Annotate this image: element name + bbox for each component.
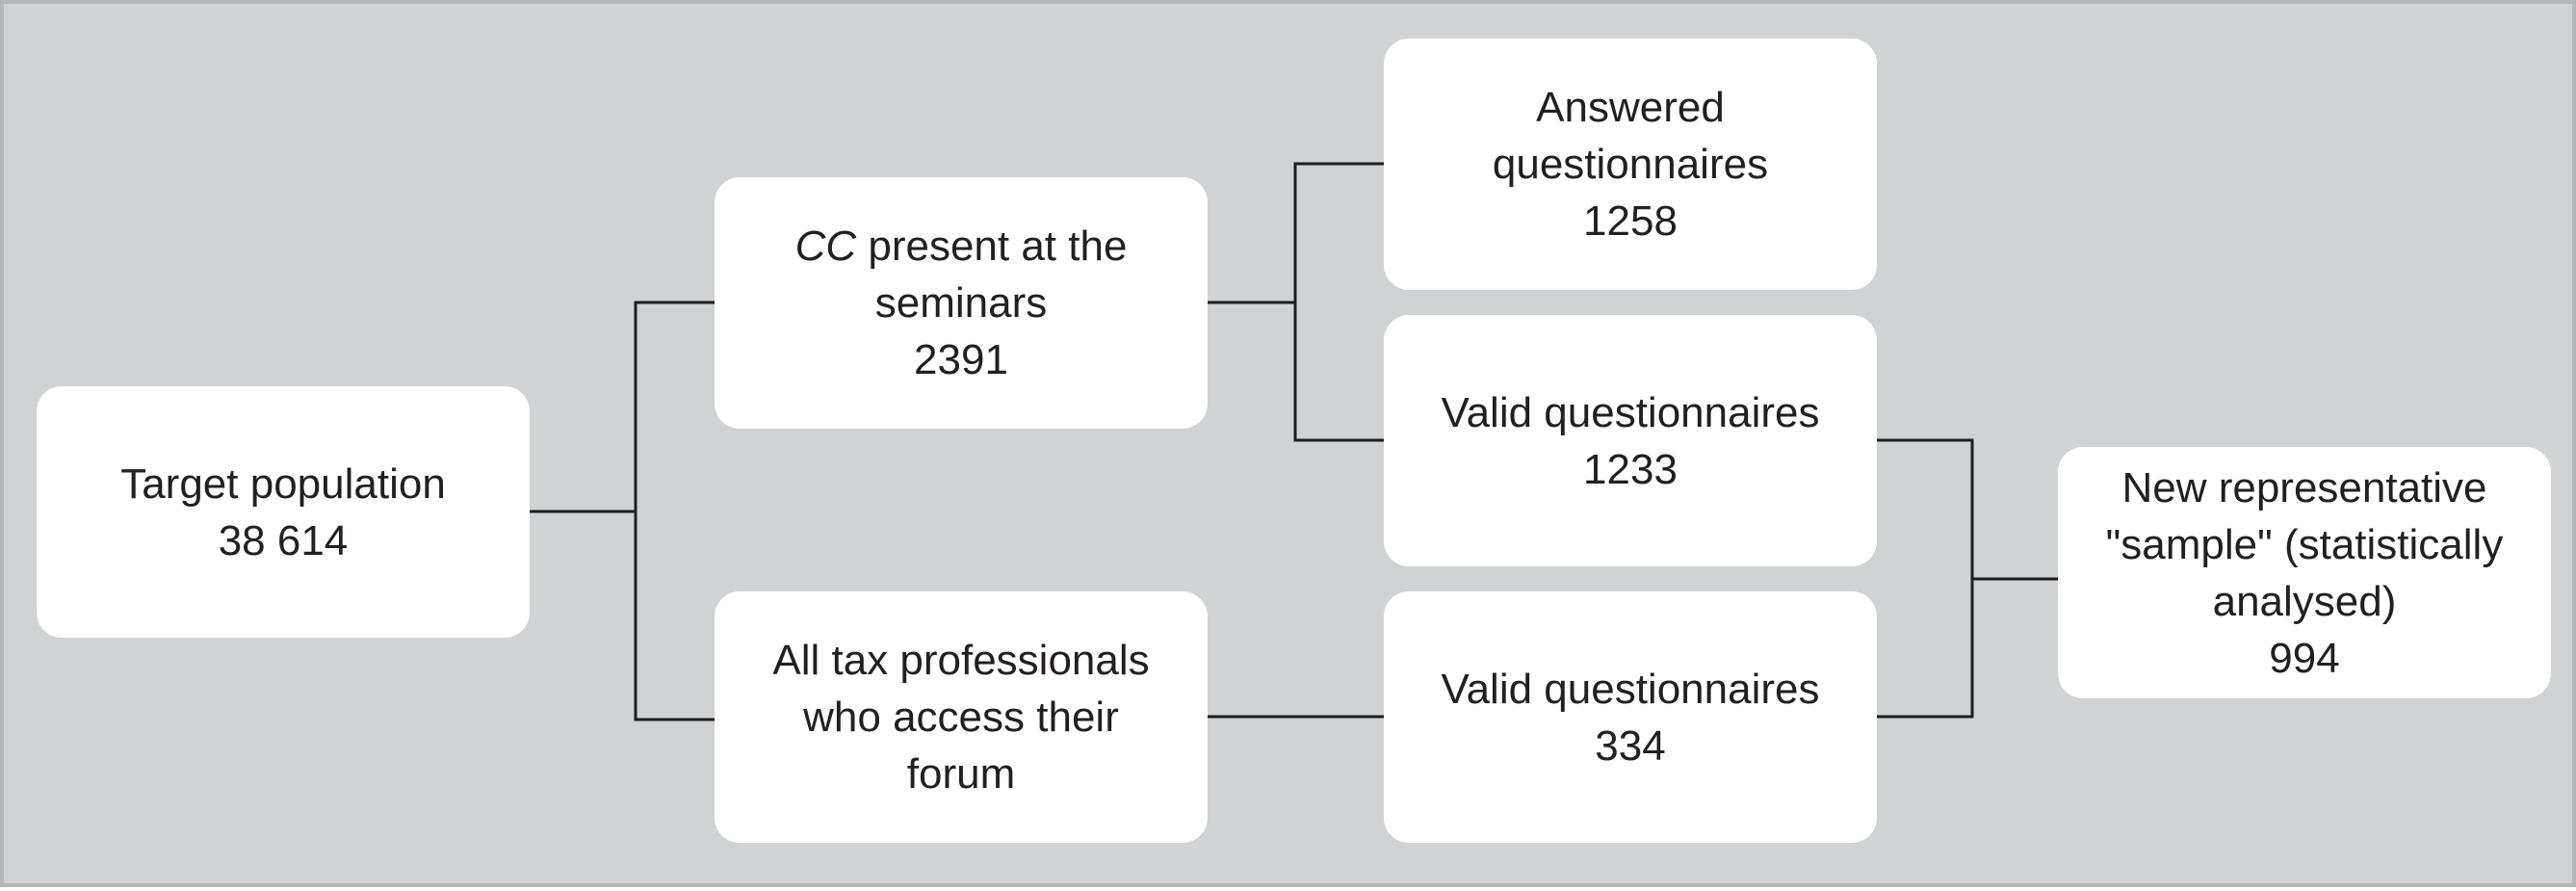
node-label-emphasis: CC	[794, 223, 857, 270]
node-label-line-3: forum	[906, 750, 1016, 798]
node-all-tax-professionals: All tax professionals who access their f…	[715, 591, 1208, 843]
node-valid-questionnaires-2: Valid questionnaires 334	[1384, 591, 1877, 843]
node-cc-seminars: CC present at the seminars 2391	[715, 177, 1208, 429]
node-value: 334	[1595, 721, 1666, 770]
node-label-line-1: Answered	[1536, 84, 1725, 131]
node-label-line-2: who access their	[803, 694, 1119, 741]
connector-lines	[528, 162, 2060, 721]
node-label-line-2: "sample" (statistically	[2105, 520, 2504, 568]
node-value: 1233	[1583, 445, 1678, 493]
node-new-sample: New representative "sample" (statistical…	[2058, 447, 2551, 698]
node-label-rest: present at the	[856, 223, 1128, 270]
node-value: 1258	[1583, 197, 1678, 245]
node-label-line-2: questionnaires	[1492, 141, 1769, 188]
node-valid-questionnaires-1: Valid questionnaires 1233	[1384, 315, 1877, 566]
node-target-population: Target population 38 614	[37, 386, 530, 638]
node-label-line-1: All tax professionals	[772, 637, 1150, 684]
node-answered-questionnaires: Answered questionnaires 1258	[1384, 39, 1877, 290]
node-value: 38 614	[218, 516, 349, 564]
node-value: 994	[2269, 634, 2340, 682]
node-label-line-1: CC present at the	[795, 218, 1128, 275]
node-value: 2391	[914, 336, 1008, 383]
node-label-line-3: analysed)	[2212, 577, 2397, 625]
node-label: Target population	[120, 459, 446, 508]
node-label-line-1: New representative	[2121, 463, 2487, 511]
node-label-line-2: seminars	[874, 279, 1048, 327]
node-label: Valid questionnaires	[1441, 388, 1820, 436]
node-label: Valid questionnaires	[1441, 665, 1820, 713]
